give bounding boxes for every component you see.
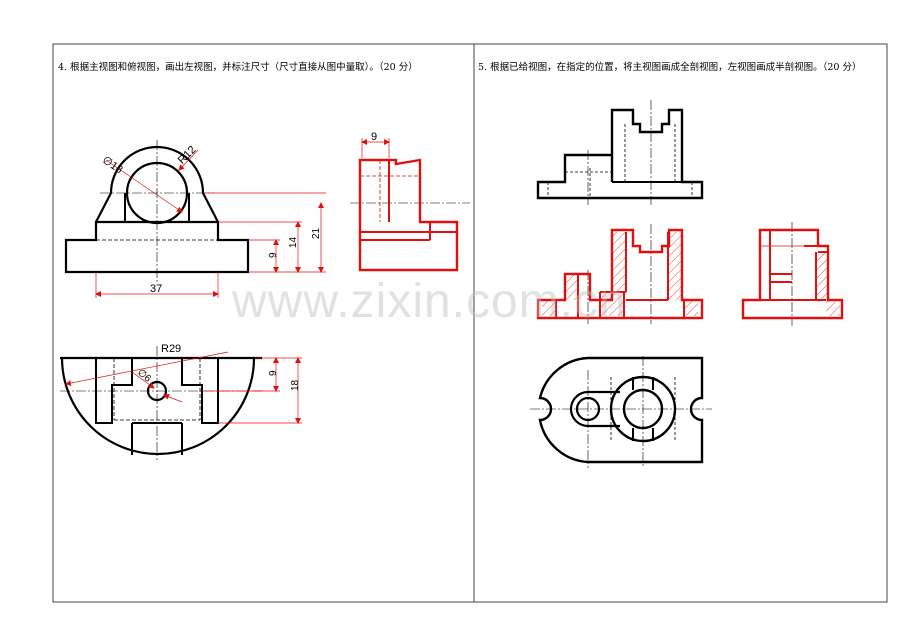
q4-front-view — [64, 140, 250, 282]
q4-front-dimensions — [95, 149, 326, 298]
dim-14: 14 — [288, 236, 299, 248]
question-5-prompt: 5. 根据已给视图，在指定的位置，将主视图画成全剖视图，左视图画成半剖视图。（2… — [478, 61, 861, 73]
question-4-prompt: 4. 根据主视图和俯视图，画出左视图，并标注尺寸（尺寸直接从图中量取）。（20 … — [58, 61, 418, 73]
dim-r29: R29 — [161, 343, 181, 355]
dim-top-18: 18 — [290, 379, 301, 391]
dim-d18: ∅18 — [100, 154, 125, 176]
q5-half-section-view — [741, 222, 844, 326]
dim-9: 9 — [268, 252, 279, 258]
q5-given-top-view — [530, 356, 712, 468]
dim-top-9: 9 — [268, 370, 279, 376]
q4-top-view — [60, 346, 262, 460]
q5-given-front-view — [536, 100, 704, 205]
page-frame — [52, 43, 888, 603]
dim-21: 21 — [311, 227, 322, 239]
watermark: www.zixin.com.cn — [231, 275, 627, 328]
dim-37: 37 — [150, 283, 162, 295]
q4-top-dimensions — [65, 351, 302, 424]
q5-full-section-view — [536, 224, 704, 324]
dim-r12: R12 — [176, 144, 199, 167]
dim-side-9: 9 — [371, 131, 377, 143]
q4-left-view — [350, 138, 470, 272]
